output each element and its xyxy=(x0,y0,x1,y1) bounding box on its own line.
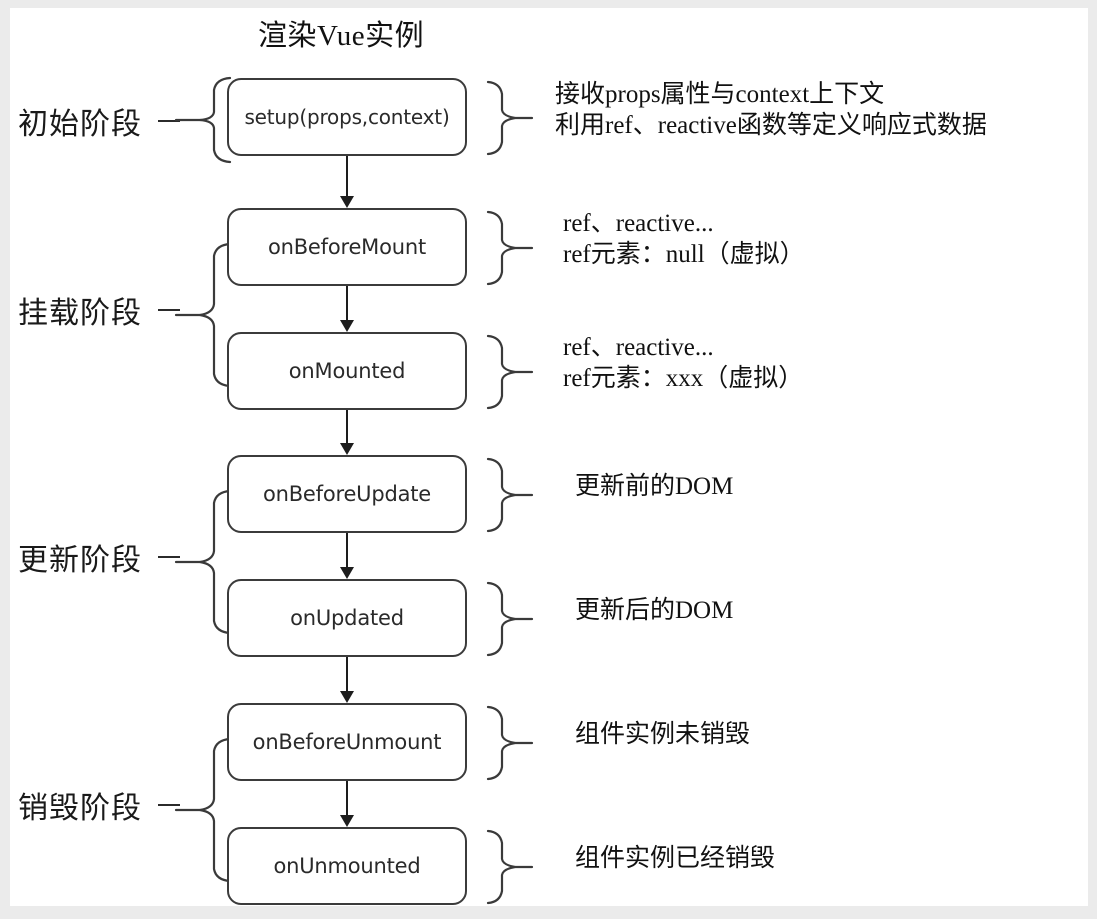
hook-box-on-before-update[interactable]: onBeforeUpdate xyxy=(227,455,467,533)
right-brace-setup xyxy=(484,78,534,158)
annotation-on-before-update-line-1: 更新前的DOM xyxy=(575,473,734,500)
flow-arrow-mounted-to-before-update xyxy=(340,410,354,455)
annotation-on-before-mount-line-1: ref、reactive... xyxy=(563,210,714,237)
phase-label-update: 更新阶段 xyxy=(18,544,142,577)
right-brace-on-unmounted xyxy=(484,827,534,907)
right-brace-on-mounted xyxy=(484,332,534,412)
hook-label-on-unmounted: onUnmounted xyxy=(273,854,421,878)
hook-box-on-before-mount[interactable]: onBeforeMount xyxy=(227,208,467,286)
annotation-setup-line-2: 利用ref、reactive函数等定义响应式数据 xyxy=(555,111,987,139)
flow-arrow-before-unmount-to-unmounted xyxy=(340,781,354,827)
flow-arrow-before-update-to-updated xyxy=(340,533,354,579)
phase-tick-destroy xyxy=(158,804,180,807)
annotation-on-unmounted-line-1: 组件实例已经销毁 xyxy=(575,845,776,872)
phase-tick-mount xyxy=(158,309,180,312)
annotation-on-before-unmount-line-1: 组件实例未销毁 xyxy=(575,721,751,748)
hook-label-setup: setup(props,context) xyxy=(244,105,450,129)
hook-label-on-mounted: onMounted xyxy=(288,359,406,383)
annotation-on-before-update: 更新前的DOM xyxy=(575,472,733,503)
annotation-on-before-mount-line-2: ref元素：null（虚拟） xyxy=(563,240,805,268)
annotation-on-before-unmount: 组件实例未销毁 xyxy=(575,720,750,751)
annotation-on-unmounted: 组件实例已经销毁 xyxy=(575,844,775,875)
left-brace-destroy xyxy=(170,731,232,889)
annotation-on-before-mount: ref、reactive... ref元素：null（虚拟） xyxy=(563,209,805,270)
phase-label-init: 初始阶段 xyxy=(18,108,142,141)
right-brace-on-updated xyxy=(484,579,534,659)
annotation-on-mounted: ref、reactive... ref元素：xxx（虚拟） xyxy=(563,333,803,394)
left-brace-mount xyxy=(170,236,232,394)
hook-label-on-updated: onUpdated xyxy=(290,606,404,630)
left-brace-init xyxy=(170,70,232,170)
hook-box-on-mounted[interactable]: onMounted xyxy=(227,332,467,410)
annotation-setup: 接收props属性与context上下文 利用ref、reactive函数等定义… xyxy=(555,80,987,141)
flow-arrow-updated-to-before-unmount xyxy=(340,657,354,703)
left-brace-update xyxy=(170,483,232,641)
annotation-setup-line-1: 接收props属性与context上下文 xyxy=(555,81,885,108)
phase-tick-init xyxy=(158,120,180,123)
phase-tick-update xyxy=(158,556,180,559)
annotation-on-updated-line-1: 更新后的DOM xyxy=(575,597,734,624)
annotation-on-mounted-line-2: ref元素：xxx（虚拟） xyxy=(563,364,804,392)
hook-label-on-before-mount: onBeforeMount xyxy=(267,235,427,259)
annotation-on-updated: 更新后的DOM xyxy=(575,596,733,627)
hook-box-on-before-unmount[interactable]: onBeforeUnmount xyxy=(227,703,467,781)
hook-label-on-before-unmount: onBeforeUnmount xyxy=(252,730,442,754)
phase-label-mount: 挂载阶段 xyxy=(18,297,142,330)
diagram-canvas: 渲染Vue实例 初始阶段 挂载阶段 更新阶段 销毁阶段 xyxy=(10,8,1088,906)
phase-label-destroy: 销毁阶段 xyxy=(18,792,142,825)
annotation-on-mounted-line-1: ref、reactive... xyxy=(563,334,714,361)
hook-box-on-updated[interactable]: onUpdated xyxy=(227,579,467,657)
hook-box-setup[interactable]: setup(props,context) xyxy=(227,78,467,156)
right-brace-on-before-mount xyxy=(484,208,534,288)
right-brace-on-before-update xyxy=(484,455,534,535)
diagram-title: 渲染Vue实例 xyxy=(258,20,425,52)
flow-arrow-before-mount-to-mounted xyxy=(340,286,354,332)
hook-label-on-before-update: onBeforeUpdate xyxy=(262,482,432,506)
right-brace-on-before-unmount xyxy=(484,703,534,783)
flow-arrow-setup-to-before-mount xyxy=(340,156,354,208)
hook-box-on-unmounted[interactable]: onUnmounted xyxy=(227,827,467,905)
